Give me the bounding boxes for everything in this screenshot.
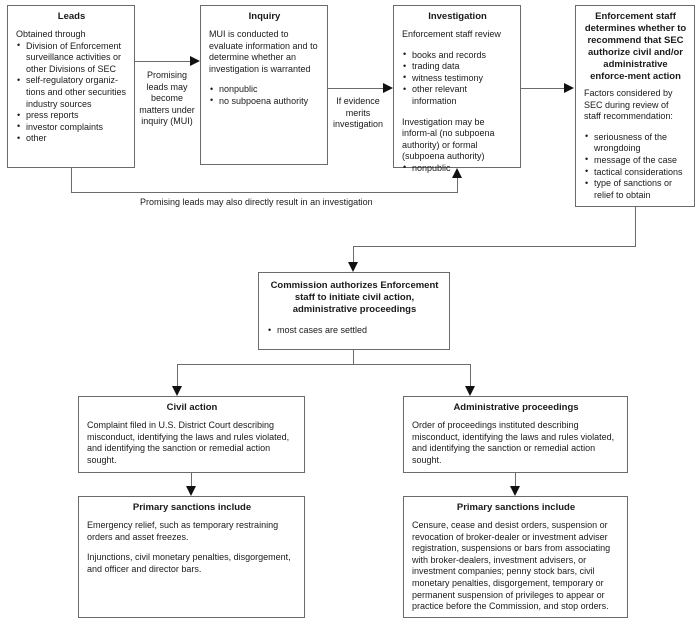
connector-leads-to-inquiry — [135, 61, 191, 62]
node-inquiry: Inquiry MUI is conducted to evaluate inf… — [200, 5, 328, 165]
connector-commission-entry — [353, 246, 354, 262]
node-civil-sanctions-body2: Injunctions, civil monetary penalties, d… — [87, 552, 291, 574]
node-civil-action-body: Complaint filed in U.S. District Court d… — [87, 420, 290, 465]
list-item: other — [16, 133, 127, 145]
node-admin-sanctions-body1: Censure, cease and desist orders, suspen… — [412, 520, 611, 612]
connector-commission-split — [177, 364, 471, 365]
edge-label-leads-to-investigation: Promising leads may also directly result… — [140, 197, 373, 207]
list-item: tactical considerations — [584, 166, 687, 179]
list-item: most cases are settled — [267, 325, 442, 337]
list-item: message of the case — [584, 154, 687, 167]
node-investigation: Investigation Enforcement staff review b… — [393, 5, 521, 174]
node-enforcement-staff-intro: Factors considered by SEC during review … — [584, 88, 673, 122]
connector-leads-to-investigation-rise — [457, 178, 458, 192]
node-commission-bullets: most cases are settled — [267, 325, 442, 337]
connector-split-right — [470, 364, 471, 386]
connector-civil-action-to-sanctions — [191, 473, 192, 486]
node-admin-sanctions-title: Primary sanctions include — [456, 502, 576, 513]
arrowhead-investigation-to-enforcement — [564, 83, 574, 93]
connector-leads-to-investigation-horizontal — [71, 192, 458, 193]
connector-commission-drop — [353, 350, 354, 364]
node-leads: Leads Obtained through Division of Enfor… — [7, 5, 135, 168]
node-enforcement-staff-bullets: seriousness of the wrongdoing message of… — [584, 131, 687, 202]
node-investigation-title: Investigation — [428, 11, 487, 22]
list-item: books and records — [402, 49, 513, 62]
node-inquiry-bullets: nonpublic no subpoena authority — [209, 84, 320, 107]
connector-investigation-to-enforcement — [521, 88, 565, 89]
list-item: witness testimony — [402, 72, 513, 85]
list-item: Division of Enforcement surveillance act… — [16, 40, 127, 76]
connector-enforcement-to-commission-horizontal — [353, 246, 636, 247]
node-commission: Commission authorizes Enforcement staff … — [258, 272, 450, 350]
list-item: investor complaints — [16, 121, 127, 134]
node-leads-bullets: Division of Enforcement surveillance act… — [16, 40, 127, 145]
node-leads-title: Leads — [57, 11, 86, 22]
node-civil-action-title: Civil action — [166, 402, 218, 413]
list-item: other relevant information — [402, 84, 513, 107]
node-investigation-bullets: books and records trading data witness t… — [402, 49, 513, 108]
arrowhead-leads-to-inquiry — [190, 56, 200, 66]
node-administrative-proceedings: Administrative proceedings Order of proc… — [403, 396, 628, 473]
connector-admin-to-sanctions — [515, 473, 516, 486]
node-administrative-proceedings-title: Administrative proceedings — [453, 402, 579, 413]
node-enforcement-staff-title: Enforcement staff determines whether to … — [584, 11, 687, 82]
connector-inquiry-to-investigation — [328, 88, 384, 89]
node-civil-sanctions-title: Primary sanctions include — [132, 502, 252, 513]
connector-split-left — [177, 364, 178, 386]
arrowhead-inquiry-to-investigation — [383, 83, 393, 93]
arrowhead-admin-sanctions — [510, 486, 520, 496]
connector-enforcement-drop — [635, 207, 636, 246]
list-item: trading data — [402, 61, 513, 73]
list-item: nonpublic — [209, 84, 320, 96]
list-item: nonpublic — [402, 162, 513, 175]
arrowhead-to-administrative-proceedings — [465, 386, 475, 396]
node-investigation-intro: Enforcement staff review — [402, 29, 501, 39]
node-civil-action: Civil action Complaint filed in U.S. Dis… — [78, 396, 305, 473]
node-leads-intro: Obtained through — [16, 29, 86, 39]
connector-leads-drop — [71, 168, 72, 192]
list-item: no subpoena authority — [209, 95, 320, 108]
list-item: type of sanctions or relief to obtain — [584, 178, 687, 201]
node-commission-title: Commission authorizes Enforcement staff … — [270, 280, 439, 315]
arrowhead-civil-sanctions — [186, 486, 196, 496]
node-investigation-note: Investigation may be inform-al (no subpo… — [402, 116, 495, 162]
node-admin-sanctions: Primary sanctions include Censure, cease… — [403, 496, 628, 618]
node-civil-sanctions: Primary sanctions include Emergency reli… — [78, 496, 305, 618]
arrowhead-enforcement-to-commission — [348, 262, 358, 272]
list-item: seriousness of the wrongdoing — [584, 131, 687, 155]
arrowhead-leads-to-investigation — [452, 168, 462, 178]
node-inquiry-title: Inquiry — [248, 11, 281, 22]
edge-label-inquiry-to-investigation: If evidence merits investigation — [332, 96, 384, 130]
node-enforcement-staff: Enforcement staff determines whether to … — [575, 5, 695, 207]
arrowhead-to-civil-action — [172, 386, 182, 396]
node-administrative-proceedings-body: Order of proceedings instituted describi… — [412, 420, 615, 465]
node-inquiry-intro: MUI is conducted to evaluate information… — [209, 29, 318, 74]
list-item: self-regulatory organiz-tions and other … — [16, 75, 127, 110]
edge-label-leads-to-inquiry: Promising leads may become matters under… — [139, 70, 195, 127]
node-investigation-note-bullets: nonpublic — [402, 162, 513, 175]
node-civil-sanctions-body1: Emergency relief, such as temporary rest… — [87, 520, 279, 542]
list-item: press reports — [16, 110, 127, 122]
